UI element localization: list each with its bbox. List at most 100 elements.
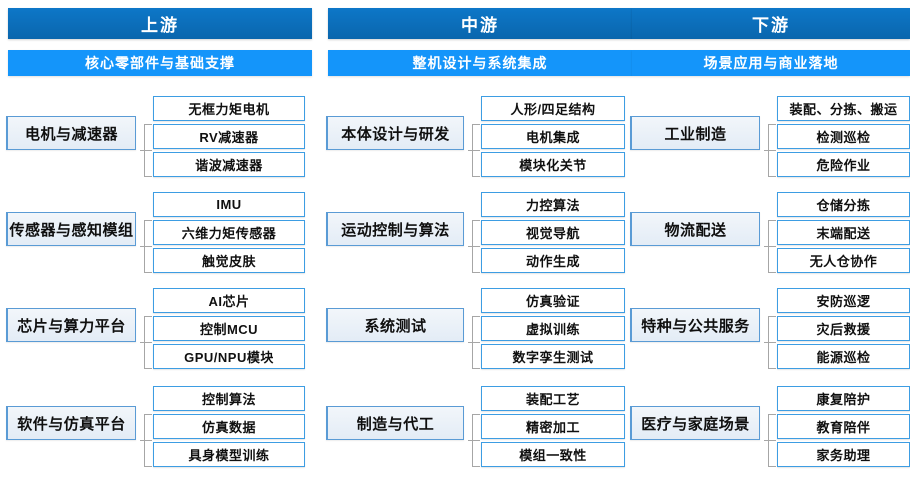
bracket-stub	[144, 440, 152, 441]
bracket-stub	[768, 316, 776, 317]
group-parent-box[interactable]: 制造与代工	[326, 406, 464, 440]
bracket-stub	[472, 220, 480, 221]
group-parent-box[interactable]: 传感器与感知模组	[6, 212, 136, 246]
bracket-stub-parent	[140, 150, 145, 151]
child-item-box[interactable]: 电机集成	[481, 124, 625, 149]
bracket-stub	[144, 272, 152, 273]
bracket-stub	[768, 124, 776, 125]
child-item-box[interactable]: 仿真验证	[481, 288, 625, 313]
child-item-box[interactable]: 虚拟训练	[481, 316, 625, 341]
child-item-box[interactable]: 仓储分拣	[777, 192, 910, 217]
child-item-box[interactable]: 视觉导航	[481, 220, 625, 245]
child-item-box[interactable]: 数字孪生测试	[481, 344, 625, 369]
bracket-stub-parent	[468, 246, 473, 247]
group-parent-box[interactable]: 软件与仿真平台	[6, 406, 136, 440]
child-list: AI芯片控制MCU GPU/NPU模块	[153, 288, 305, 369]
group-parent-box[interactable]: 运动控制与算法	[326, 212, 464, 246]
group-row: 本体设计与研发人形/四足结构电机集成模块化关节	[320, 96, 632, 184]
group-row: 运动控制与算法力控算法视觉导航动作生成	[320, 192, 632, 280]
child-list: 无框力矩电机 RV减速器谐波减速器	[153, 96, 305, 177]
group-parent-box[interactable]: 本体设计与研发	[326, 116, 464, 150]
group-parent-box[interactable]: 工业制造	[630, 116, 760, 150]
child-item-box[interactable]: 控制算法	[153, 386, 305, 411]
group-row: 医疗与家庭场景康复陪护教育陪伴家务助理	[620, 386, 910, 474]
bracket-stub	[144, 220, 152, 221]
bracket-stub	[144, 150, 152, 151]
bracket-stub	[472, 176, 480, 177]
group-parent-box[interactable]: 医疗与家庭场景	[630, 406, 760, 440]
connector-bracket-icon	[468, 408, 480, 472]
child-item-box[interactable]: 灾后救援	[777, 316, 910, 341]
child-item-box[interactable]: 家务助理	[777, 442, 910, 467]
child-item-box[interactable]: 装配、分拣、搬运	[777, 96, 910, 121]
bracket-stub	[768, 176, 776, 177]
tier-title-bar: 上游	[8, 8, 312, 39]
bracket-stub-parent	[140, 342, 145, 343]
group-parent-box[interactable]: 系统测试	[326, 308, 464, 342]
child-item-box[interactable]: 仿真数据	[153, 414, 305, 439]
child-list: 控制算法仿真数据具身模型训练	[153, 386, 305, 467]
child-item-box[interactable]: 触觉皮肤	[153, 248, 305, 273]
child-item-box[interactable]: 无框力矩电机	[153, 96, 305, 121]
child-item-box[interactable]: 末端配送	[777, 220, 910, 245]
bracket-stub	[144, 342, 152, 343]
child-item-box[interactable]: 能源巡检	[777, 344, 910, 369]
bracket-stub	[768, 414, 776, 415]
connector-bracket-icon	[140, 408, 152, 472]
bracket-stub-parent	[764, 246, 769, 247]
group-parent-box[interactable]: 特种与公共服务	[630, 308, 760, 342]
bracket-stub	[768, 440, 776, 441]
tier-title-bar: 下游	[632, 8, 910, 39]
bracket-stub	[472, 150, 480, 151]
bracket-stub	[768, 368, 776, 369]
group-parent-box[interactable]: 物流配送	[630, 212, 760, 246]
child-list: 安防巡逻灾后救援能源巡检	[777, 288, 910, 369]
child-list: IMU 六维力矩传感器触觉皮肤	[153, 192, 305, 273]
child-item-box[interactable]: 安防巡逻	[777, 288, 910, 313]
group-parent-box[interactable]: 芯片与算力平台	[6, 308, 136, 342]
bracket-stub	[472, 440, 480, 441]
child-item-box[interactable]: 装配工艺	[481, 386, 625, 411]
tier-column-0: 上游核心零部件与基础支撑电机与减速器无框力矩电机 RV减速器谐波减速器传感器与感知…	[0, 0, 312, 488]
child-item-box[interactable]: 危险作业	[777, 152, 910, 177]
connector-bracket-icon	[764, 408, 776, 472]
tier-subtitle-bar: 核心零部件与基础支撑	[8, 50, 312, 76]
bracket-stub	[768, 342, 776, 343]
child-item-box[interactable]: 教育陪伴	[777, 414, 910, 439]
child-item-box[interactable]: RV减速器	[153, 124, 305, 149]
child-item-box[interactable]: 具身模型训练	[153, 442, 305, 467]
child-item-box[interactable]: 模块化关节	[481, 152, 625, 177]
group-row: 制造与代工装配工艺精密加工模组一致性	[320, 386, 632, 474]
child-item-box[interactable]: GPU/NPU模块	[153, 344, 305, 369]
child-item-box[interactable]: 模组一致性	[481, 442, 625, 467]
child-item-box[interactable]: 无人仓协作	[777, 248, 910, 273]
bracket-stub-parent	[468, 440, 473, 441]
bracket-stub	[768, 272, 776, 273]
bracket-stub	[768, 246, 776, 247]
child-item-box[interactable]: 康复陪护	[777, 386, 910, 411]
child-item-box[interactable]: AI芯片	[153, 288, 305, 313]
bracket-stub-parent	[468, 150, 473, 151]
connector-bracket-icon	[140, 118, 152, 182]
bracket-stub	[472, 368, 480, 369]
child-item-box[interactable]: 控制MCU	[153, 316, 305, 341]
child-list: 装配工艺精密加工模组一致性	[481, 386, 625, 467]
group-parent-box[interactable]: 电机与减速器	[6, 116, 136, 150]
child-list: 人形/四足结构电机集成模块化关节	[481, 96, 625, 177]
child-list: 仓储分拣末端配送无人仓协作	[777, 192, 910, 273]
child-item-box[interactable]: 谐波减速器	[153, 152, 305, 177]
child-item-box[interactable]: 动作生成	[481, 248, 625, 273]
connector-bracket-icon	[764, 310, 776, 374]
child-item-box[interactable]: 六维力矩传感器	[153, 220, 305, 245]
child-item-box[interactable]: 精密加工	[481, 414, 625, 439]
child-item-box[interactable]: 检测巡检	[777, 124, 910, 149]
bracket-stub	[144, 246, 152, 247]
child-item-box[interactable]: 力控算法	[481, 192, 625, 217]
child-list: 力控算法视觉导航动作生成	[481, 192, 625, 273]
bracket-stub	[472, 124, 480, 125]
child-item-box[interactable]: 人形/四足结构	[481, 96, 625, 121]
child-item-box[interactable]: IMU	[153, 192, 305, 217]
bracket-stub	[144, 466, 152, 467]
group-row: 电机与减速器无框力矩电机 RV减速器谐波减速器	[0, 96, 312, 184]
bracket-stub	[144, 414, 152, 415]
